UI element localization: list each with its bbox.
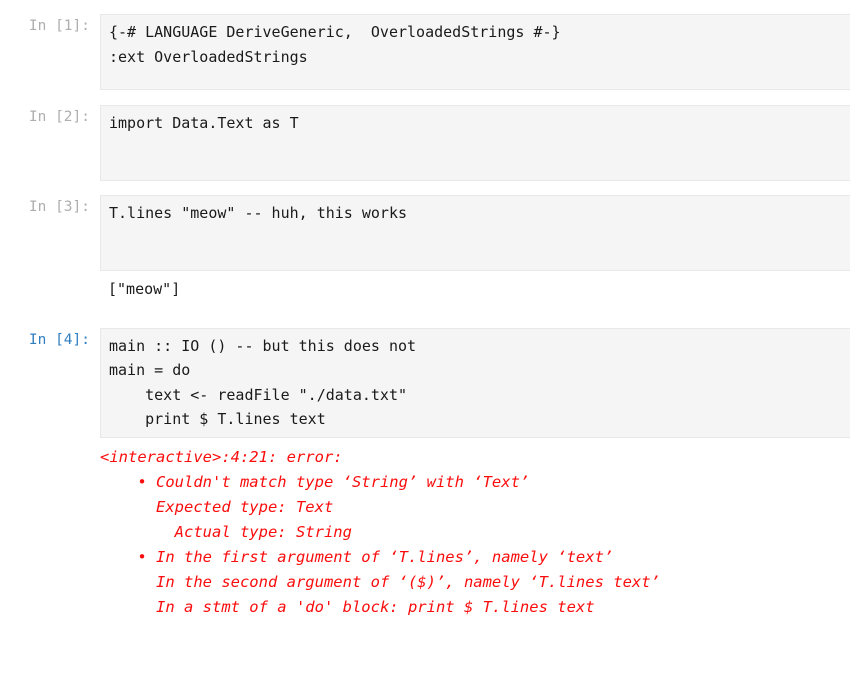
code-cell-1[interactable]: In [1]: {-# LANGUAGE DeriveGeneric, Over… — [0, 14, 850, 90]
error-line: In a stmt of a 'do' block: print $ T.lin… — [100, 597, 595, 616]
error-line: Expected type: Text — [100, 497, 334, 516]
cell-prompt-2: In [2]: — [28, 109, 90, 125]
cell-input-area-2[interactable]: import Data.Text as T — [100, 105, 850, 181]
error-line: <interactive>:4:21: error: — [100, 447, 343, 466]
cell-prompt-4: In [4]: — [28, 331, 90, 348]
code-line: import Data.Text as T — [109, 114, 299, 132]
cell-spacer — [0, 90, 850, 105]
cell-prompt-1: In [1]: — [28, 18, 90, 34]
error-line: • Couldn't match type ‘String’ with ‘Tex… — [100, 472, 530, 491]
cell-output-4-error: <interactive>:4:21: error: • Couldn't ma… — [0, 438, 850, 620]
code-line: {-# LANGUAGE DeriveGeneric, OverloadedSt… — [109, 23, 561, 41]
error-line: Actual type: String — [100, 522, 352, 541]
cell-spacer — [0, 306, 850, 328]
top-spacer — [0, 0, 850, 14]
cell-prompt-3: In [3]: — [28, 199, 90, 215]
cell-output-3: ["meow"] — [0, 271, 850, 306]
cell-spacer — [0, 181, 850, 195]
code-line: text <- readFile "./data.txt" — [109, 385, 408, 404]
code-line: :ext OverloadedStrings — [109, 47, 308, 66]
code-cell-4[interactable]: In [4]: main :: IO () -- but this does n… — [0, 327, 850, 438]
cell-input-area-4[interactable]: main :: IO () -- but this does not main … — [100, 327, 850, 438]
cell-input-area-1[interactable]: {-# LANGUAGE DeriveGeneric, OverloadedSt… — [100, 14, 850, 90]
code-line: T.lines "meow" -- huh, this works — [109, 204, 408, 222]
code-cell-2[interactable]: In [2]: import Data.Text as T — [0, 105, 850, 181]
output-text-block: ["meow"] — [100, 271, 850, 306]
code-line: main :: IO () -- but this does not — [109, 336, 417, 355]
code-line: print $ T.lines text — [109, 410, 326, 428]
cell-input-area-3[interactable]: T.lines "meow" -- huh, this works — [100, 195, 850, 271]
output-line: ["meow"] — [108, 280, 181, 298]
code-cell-3[interactable]: In [3]: T.lines "meow" -- huh, this work… — [0, 195, 850, 271]
code-line: main = do — [109, 361, 191, 379]
error-line: In the second argument of ‘($)’, namely … — [100, 572, 660, 591]
error-line: • In the first argument of ‘T.lines’, na… — [100, 547, 614, 566]
error-output-block: <interactive>:4:21: error: • Couldn't ma… — [100, 438, 850, 620]
